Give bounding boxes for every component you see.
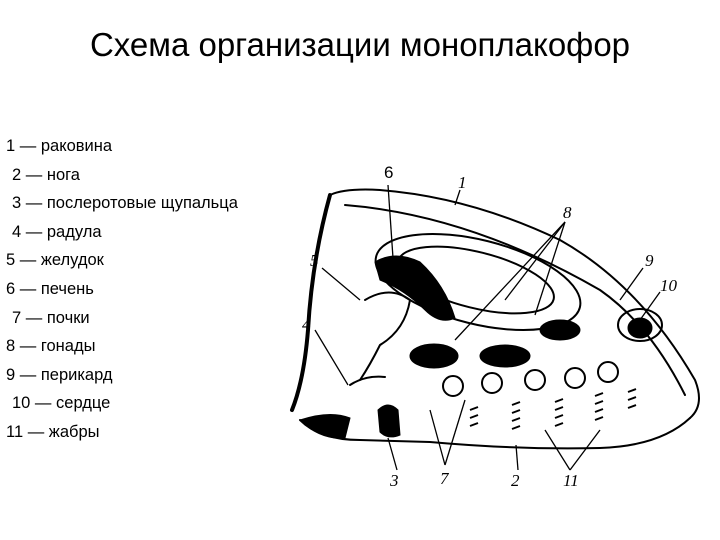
legend-item-foot: 2 — нога: [12, 165, 80, 184]
diagram-label-5: 5: [310, 251, 319, 270]
legend-item-liver: 6 — печень: [6, 279, 94, 298]
foot: [299, 414, 351, 439]
pointer-8: [454, 221, 566, 341]
pericardium: [617, 308, 663, 342]
legend-item-tentacles: 3 — послеротовые щупальца: [12, 194, 238, 213]
gill: [511, 401, 521, 430]
legend-item-gills: 11 — жабры: [6, 422, 100, 441]
radula: [349, 375, 386, 386]
diagram-label-8: 8: [563, 203, 572, 222]
legend-item-heart: 10 — сердце: [12, 394, 111, 413]
pointer-5: [321, 267, 361, 301]
pointer-10: [639, 291, 661, 321]
diagram-label-2: 2: [511, 471, 520, 490]
legend-item-gonads: 8 — гонады: [6, 337, 96, 356]
diagram-label-6: 6: [384, 163, 393, 182]
heart: [627, 317, 653, 339]
slide-title: Схема организации моноплакофор: [89, 26, 631, 63]
diagram-label-9: 9: [645, 251, 654, 270]
gonad: [539, 319, 581, 341]
shell-outline: [329, 188, 700, 419]
gill: [627, 388, 637, 409]
kidney: [481, 372, 503, 394]
body-outline: [299, 417, 691, 450]
monoplacophora-diagram: 6 1 8 9 10 5 4 3 7 2 11: [290, 163, 700, 490]
kidney: [597, 361, 619, 383]
pointer-11: [544, 429, 571, 471]
diagram-label-7: 7: [440, 469, 450, 488]
pointer-3: [387, 437, 398, 471]
pointer-11: [569, 429, 601, 471]
gill: [594, 392, 604, 421]
stomach: [359, 291, 411, 381]
pointer-8: [534, 221, 566, 316]
diagram-label-3: 3: [389, 471, 399, 490]
pointer-1: [454, 189, 461, 206]
kidney: [524, 369, 546, 391]
shell-inner-edge: [344, 204, 686, 396]
pointer-7: [444, 399, 466, 466]
gonad-loop-outer: [374, 232, 582, 332]
diagram-label-10: 10: [660, 276, 678, 295]
pointer-6: [387, 184, 394, 259]
pointer-7: [429, 409, 446, 466]
kidney: [442, 375, 464, 397]
gonad: [409, 343, 459, 369]
gill: [554, 398, 564, 427]
pointer-4: [314, 329, 349, 386]
pointer-2: [515, 444, 519, 471]
postoral-tentacles: [377, 404, 401, 438]
diagram-label-1: 1: [458, 173, 467, 192]
pointer-9: [619, 267, 644, 301]
legend-item-radula: 4 — радула: [12, 222, 102, 241]
kidney: [564, 367, 586, 389]
diagram-label-4: 4: [302, 315, 311, 334]
shell-side: [290, 193, 332, 412]
gill: [469, 406, 479, 427]
liver: [374, 255, 456, 321]
pointer-8: [504, 221, 566, 301]
legend-item-kidneys: 7 — почки: [12, 308, 90, 327]
legend-item-stomach: 5 — желудок: [6, 251, 104, 270]
legend-list: 1 — раковина 2 — нога 3 — послеротовые щ…: [6, 132, 238, 447]
diagram-label-11: 11: [563, 471, 579, 490]
gonad: [479, 344, 531, 368]
legend-item-shell: 1 — раковина: [6, 137, 113, 155]
legend-item-pericardium: 9 — перикард: [6, 365, 113, 384]
